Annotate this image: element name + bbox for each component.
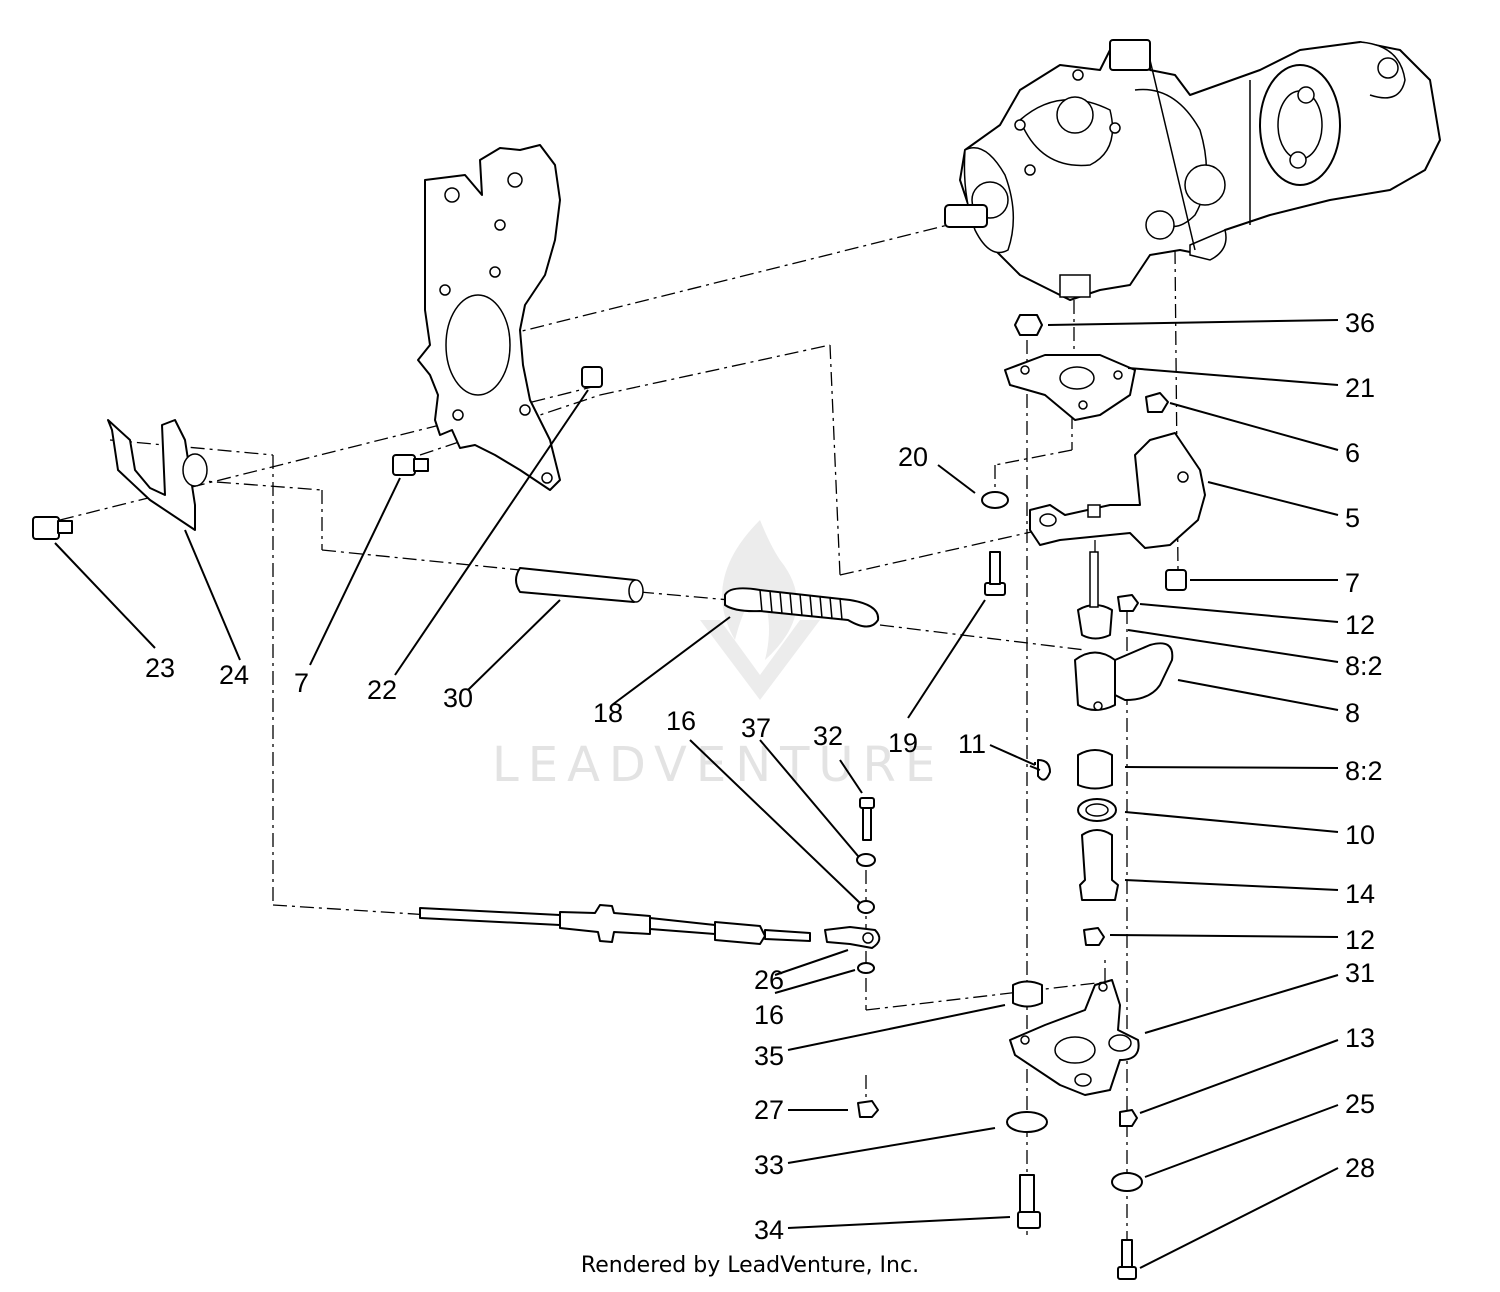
- bracket-24: [107, 419, 208, 531]
- callout-8-2-upper: 8:2: [1345, 651, 1383, 681]
- callout-31: 31: [1345, 958, 1375, 988]
- spacer-and-spring: [515, 567, 880, 628]
- watermark-text: LEADVENTURE: [492, 737, 944, 793]
- callout-7-right: 7: [1345, 568, 1360, 598]
- callout-26: 26: [754, 965, 784, 995]
- left-fasteners: [32, 366, 603, 540]
- callout-labels: 36 21 6 5 7 12 8:2 8 8:2 10 14 12 31 13 …: [145, 308, 1383, 1245]
- callout-21: 21: [1345, 373, 1375, 403]
- callout-36: 36: [1345, 308, 1375, 338]
- callout-8-2-lower: 8:2: [1345, 756, 1383, 786]
- callout-37: 37: [741, 713, 771, 743]
- callout-19: 19: [888, 728, 918, 758]
- callout-22: 22: [367, 675, 397, 705]
- mounting-plate: [417, 144, 561, 491]
- leader-lines: [54, 319, 1339, 1269]
- callout-35: 35: [754, 1041, 784, 1071]
- watermark: LEADVENTURE: [492, 520, 944, 793]
- footer-credit: Rendered by LeadVenture, Inc.: [580, 1253, 920, 1278]
- callout-20: 20: [898, 442, 928, 472]
- callout-16-lower: 16: [754, 1000, 784, 1030]
- callout-23: 23: [145, 653, 175, 683]
- callout-34: 34: [754, 1215, 784, 1245]
- callout-30: 30: [443, 683, 473, 713]
- control-cable: [419, 904, 881, 949]
- callout-6: 6: [1345, 438, 1360, 468]
- callout-16-upper: 16: [666, 706, 696, 736]
- cable-end-fasteners: [856, 797, 879, 1118]
- callout-5: 5: [1345, 503, 1360, 533]
- callout-27: 27: [754, 1095, 784, 1125]
- callout-14: 14: [1345, 879, 1375, 909]
- callout-18: 18: [593, 698, 623, 728]
- callout-28: 28: [1345, 1153, 1375, 1183]
- callout-11: 11: [958, 729, 986, 759]
- callout-33: 33: [754, 1150, 784, 1180]
- callout-12-lower: 12: [1345, 925, 1375, 955]
- callout-7-left: 7: [294, 668, 309, 698]
- right-stack-parts: [981, 314, 1206, 1280]
- callout-32: 32: [813, 721, 843, 751]
- callout-8: 8: [1345, 698, 1360, 728]
- transmission-pump: [944, 39, 1441, 301]
- callout-13: 13: [1345, 1023, 1375, 1053]
- callout-12-upper: 12: [1345, 610, 1375, 640]
- callout-24: 24: [219, 660, 249, 690]
- callout-10: 10: [1345, 820, 1375, 850]
- callout-25: 25: [1345, 1089, 1375, 1119]
